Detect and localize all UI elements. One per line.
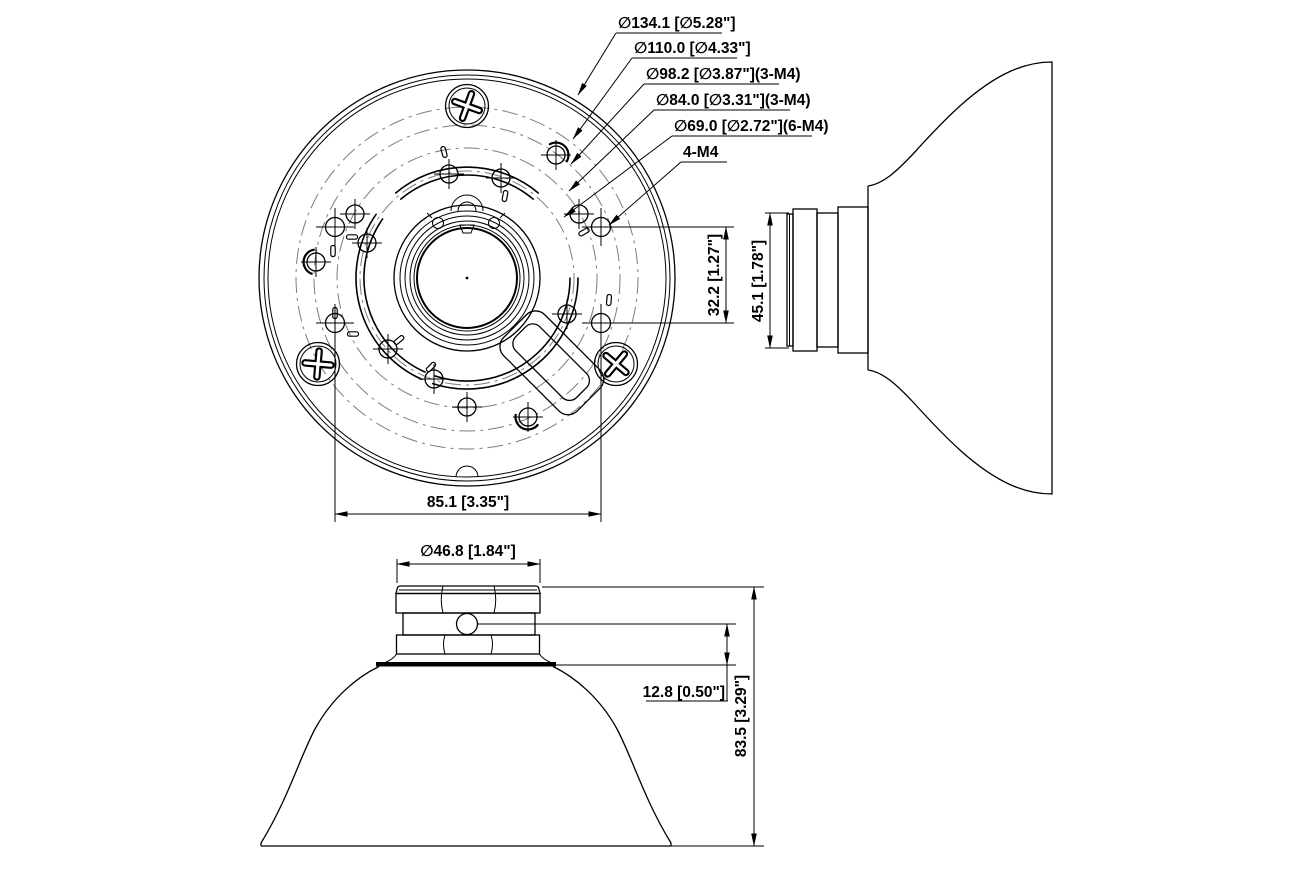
dimension-45: 45.1 [1.78"] (750, 212, 789, 349)
center-mark (465, 276, 469, 280)
m4-holes-69 (352, 159, 582, 394)
bell-profile (867, 61, 1053, 495)
neck-stack (376, 585, 556, 667)
diameter-callouts: ∅134.1 [∅5.28"] ∅110.0 [∅4.33"] ∅98.2 [∅… (563, 15, 829, 226)
bell-body (260, 665, 672, 847)
dim-label-98: ∅98.2 [∅3.87"](3-M4) (646, 66, 801, 83)
dimension-32: 32.2 [1.27"] (612, 226, 734, 324)
dim-label-134: ∅134.1 [∅5.28"] (618, 15, 735, 32)
dimension-85: 85.1 [3.35"] (334, 340, 602, 522)
bottom-view: ∅46.8 [1.84"] 12.8 [0.50"] 83.5 [3.29"] (260, 543, 764, 847)
dim-label-69: ∅69.0 [∅2.72"](6-M4) (674, 118, 829, 135)
dim-label-110: ∅110.0 [∅4.33"] (634, 40, 751, 57)
dim-label-4m4: 4-M4 (683, 144, 719, 161)
mounting-screw-right (593, 341, 639, 387)
front-view: ∅134.1 [∅5.28"] ∅110.0 [∅4.33"] ∅98.2 [∅… (258, 15, 829, 522)
dim-label-83: 83.5 [3.29"] (733, 675, 750, 757)
index-ticks (330, 145, 613, 373)
outer-rim (258, 69, 676, 487)
dimension-83: 83.5 [3.29"] (542, 586, 764, 847)
set-screw-hole (455, 612, 479, 636)
neck-rings (786, 206, 869, 354)
bottom-notch (455, 465, 479, 478)
dim-label-46: ∅46.8 [1.84"] (420, 543, 516, 560)
cable-slot (499, 310, 605, 416)
mounting-screw-left (295, 341, 341, 387)
pin-left (432, 217, 444, 229)
m4-holes-98 (301, 140, 571, 432)
mounting-screw-top (444, 83, 490, 129)
m4-holes-rect (316, 208, 620, 342)
top-boss (450, 194, 484, 212)
base-flange (376, 662, 556, 667)
dim-label-12: 12.8 [0.50"] (643, 684, 725, 701)
central-hub (393, 194, 541, 352)
dim-label-32: 32.2 [1.27"] (706, 234, 723, 316)
dim-label-85: 85.1 [3.35"] (427, 494, 509, 511)
top-tab (459, 224, 475, 234)
dimension-46: ∅46.8 [1.84"] (396, 543, 541, 583)
pin-right (488, 217, 500, 229)
dim-label-45: 45.1 [1.78"] (750, 240, 767, 322)
side-view: 45.1 [1.78"] (750, 61, 1053, 495)
dim-label-84: ∅84.0 [∅3.31"](3-M4) (656, 92, 811, 109)
dimension-12: 12.8 [0.50"] (478, 623, 736, 702)
